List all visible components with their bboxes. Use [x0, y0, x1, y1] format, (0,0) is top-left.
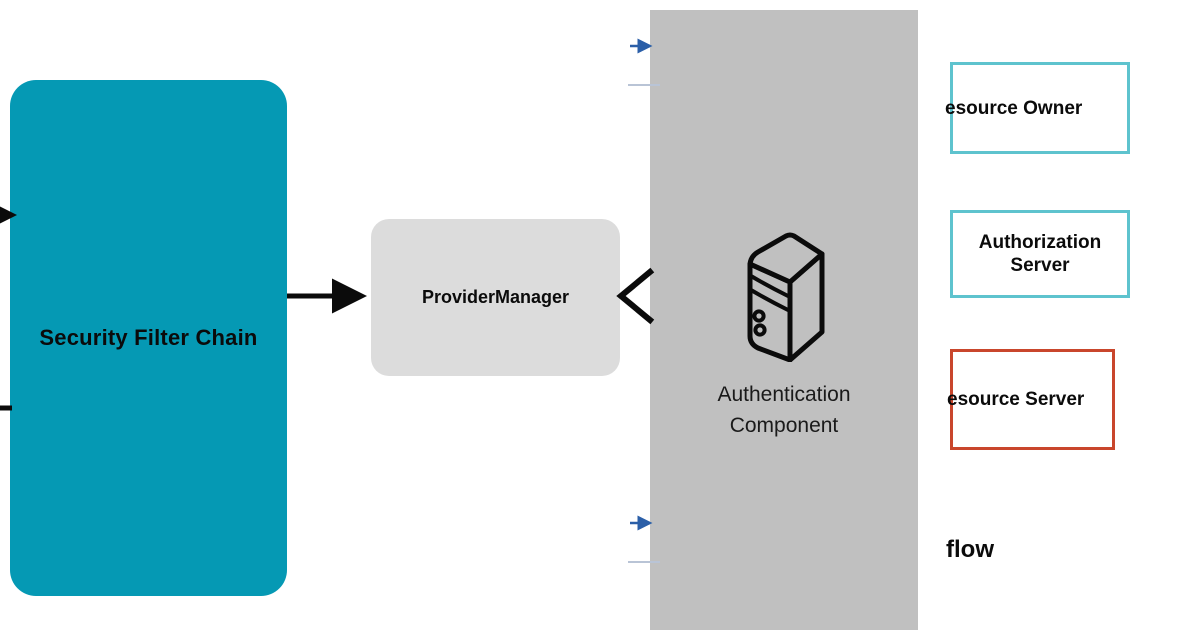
- node-authentication-component[interactable]: Authentication Component: [650, 232, 918, 441]
- security-filter-chain-label: Security Filter Chain: [39, 325, 258, 350]
- authentication-component-label: Authentication Component: [717, 383, 851, 437]
- node-resource-server[interactable]: esource Server: [947, 349, 1115, 450]
- edge-auth-component-to-provider-manager: [616, 267, 655, 325]
- provider-manager-label: ProviderManager: [421, 287, 570, 307]
- node-provider-manager[interactable]: ProviderManager: [371, 219, 620, 376]
- resource-server-label: esource Server: [947, 389, 1085, 410]
- authorization-server-label: Authorization Server: [978, 232, 1102, 276]
- node-authorization-server[interactable]: Authorization Server: [950, 210, 1130, 298]
- node-resource-owner[interactable]: esource Owner: [945, 62, 1130, 154]
- server-tower-icon: [738, 232, 830, 367]
- resource-owner-label: esource Owner: [945, 97, 1083, 119]
- flow-caption: flow: [946, 536, 994, 563]
- node-security-filter-chain[interactable]: Security Filter Chain: [10, 80, 287, 596]
